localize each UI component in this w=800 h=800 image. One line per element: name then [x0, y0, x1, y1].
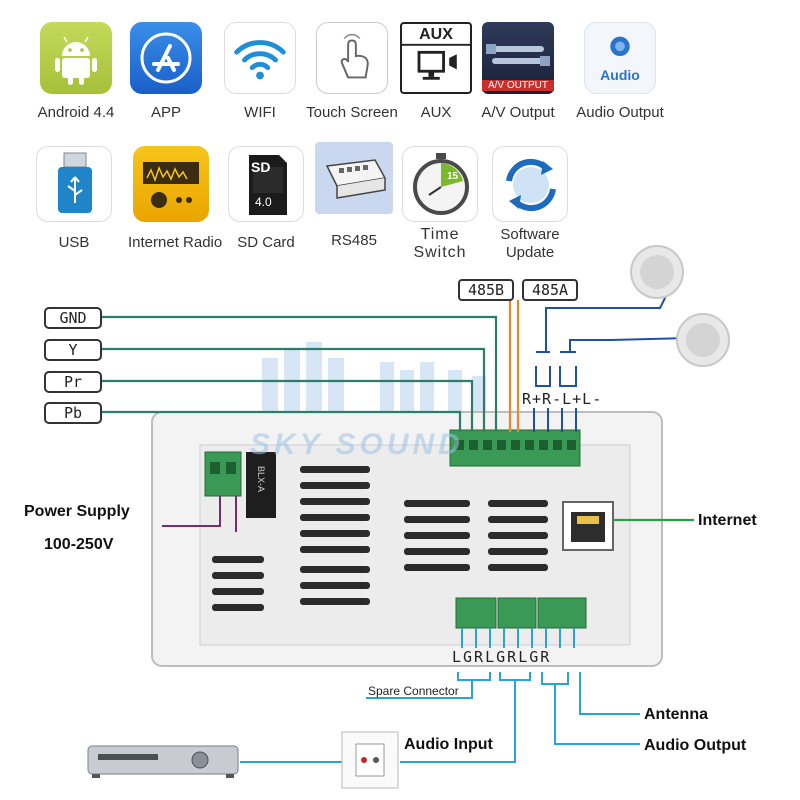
feature-label: Android 4.4 [37, 104, 115, 121]
terminal-group-3: LGR [518, 648, 552, 666]
feature-label: Audio Output [576, 104, 664, 121]
ceiling-speaker-1 [630, 245, 684, 299]
terminal-group-1: LGR [452, 648, 486, 666]
feature-usb: USB [34, 146, 114, 251]
feature-app: APP [126, 22, 206, 121]
wifi-icon [224, 22, 296, 94]
av-cable-icon: A/V OUTPUT [482, 22, 554, 94]
feature-software-update: Software Update [490, 146, 570, 262]
feature-rs485: RS485 [314, 142, 394, 249]
feature-label: USB [58, 234, 90, 251]
speaker-terminal-labels: R+R-L+L- [522, 390, 603, 408]
update-arrows-icon [492, 146, 568, 222]
signal-pr: Pr [44, 371, 102, 393]
feature-aux: AUX AUX [396, 22, 476, 121]
feature-internet-radio: Internet Radio [128, 146, 223, 251]
feature-time-switch: 15 Time Switch [400, 146, 480, 262]
stopwatch-icon: 15 [402, 146, 478, 222]
relay-marking: BLX-A [256, 465, 267, 493]
internet-label: Internet [698, 512, 757, 529]
touch-hand-icon [316, 22, 388, 94]
feature-label: SD Card [237, 234, 295, 251]
aux-monitor-icon: AUX [400, 22, 472, 94]
feature-label-line: Time [420, 226, 460, 243]
signal-y: Y [44, 339, 102, 361]
feature-label: Software Update [490, 226, 570, 262]
sd-tile-label: SD [251, 159, 271, 175]
signal-gnd: GND [44, 307, 102, 329]
audio-tile-text: Audio [600, 67, 640, 83]
bottom-terminal-labels: LGRLGRLGR [452, 648, 551, 666]
feature-av-output: A/V OUTPUT A/V Output [478, 22, 558, 121]
app-store-icon [130, 22, 202, 94]
rs485-a-label: 485A [522, 279, 578, 301]
antenna-label: Antenna [644, 706, 708, 723]
feature-label: Touch Screen [306, 104, 398, 121]
feature-label: AUX [420, 104, 452, 121]
audio-input-label: Audio Input [404, 736, 493, 753]
watermark-text: SKY SOUND [250, 428, 464, 461]
feature-label: A/V Output [481, 104, 555, 121]
dvd-player [87, 745, 239, 778]
feature-label: Internet Radio [128, 234, 223, 251]
terminal-block-icon [315, 142, 393, 214]
radio-icon [133, 146, 209, 222]
feature-label-line: Switch [413, 244, 467, 261]
usb-drive-icon [36, 146, 112, 222]
audio-button-icon: Audio [584, 22, 656, 94]
sd-card-icon: SD 4.0 [228, 146, 304, 222]
feature-label-line: Software [500, 226, 560, 243]
bottom-terminal-strips [455, 597, 587, 629]
power-supply-label: Power Supply [24, 503, 130, 520]
feature-label: WIFI [244, 104, 276, 121]
feature-label: Time Switch [400, 226, 480, 262]
audio-input-socket [341, 731, 399, 789]
av-tile-text: A/V OUTPUT [482, 80, 554, 91]
feature-wifi: WIFI [220, 22, 300, 121]
feature-label-line: Update [505, 244, 555, 261]
stopwatch-text: 15 [447, 171, 459, 182]
aux-tile-text: AUX [419, 26, 453, 43]
voltage-label: 100-250V [44, 536, 114, 553]
feature-label: RS485 [331, 232, 377, 249]
signal-pb: Pb [44, 402, 102, 424]
rs485-b-label: 485B [458, 279, 514, 301]
android-icon [40, 22, 112, 94]
feature-label: APP [150, 104, 181, 121]
feature-touch-screen: Touch Screen [306, 22, 398, 121]
audio-output-label: Audio Output [644, 737, 747, 754]
terminal-group-2: LGR [485, 648, 519, 666]
relay [246, 452, 276, 518]
feature-audio-output: Audio Audio Output [574, 22, 666, 121]
spare-connector-label: Spare Connector [368, 684, 459, 698]
sd-tile-size: 4.0 [255, 195, 272, 209]
vent-slots [212, 466, 548, 611]
feature-sd-card: SD 4.0 SD Card [226, 146, 306, 251]
ceiling-speaker-2 [676, 313, 730, 367]
feature-android: Android 4.4 [36, 22, 116, 121]
